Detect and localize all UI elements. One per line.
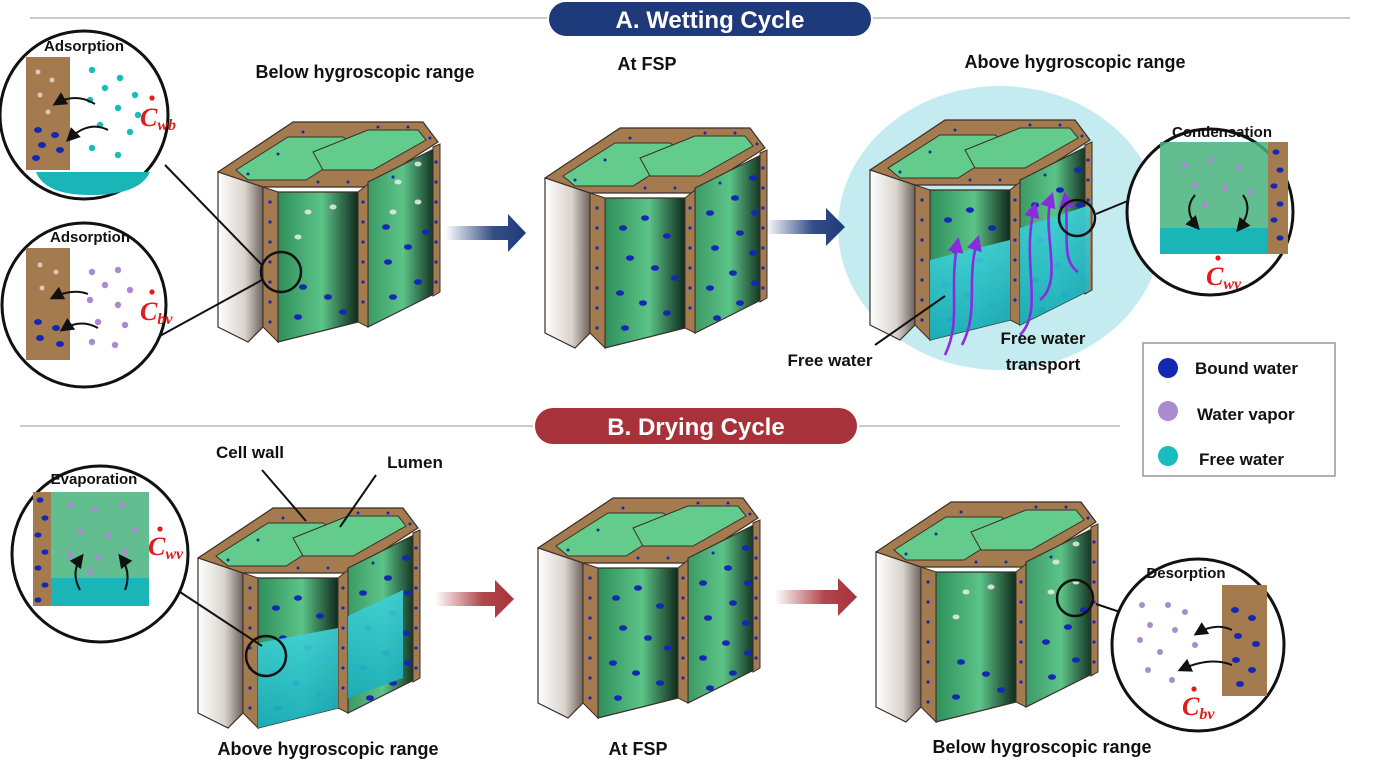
rate-dot [157,526,163,532]
legend-swatch [1158,401,1178,421]
wetting-stage-label: Below hygroscopic range [255,62,474,82]
wetting-banner: A. Wetting Cycle [547,0,873,38]
rate-dot [1191,686,1197,692]
callout-cell-wall: Cell wall [216,443,284,462]
cell-block-drying-above [197,507,421,729]
rate-symbol: Cwv [1206,262,1242,293]
zoom-ring [244,634,288,678]
callout-free-water: Free water [787,351,872,370]
inset-desorption: Desorption Cbv [1055,557,1286,733]
legend-label: Free water [1199,450,1284,469]
zoom-ring [259,250,303,294]
cell-block-wetting-above [869,119,1093,341]
wetting-stage-label: At FSP [617,54,676,74]
inset-title: Evaporation [51,471,138,488]
callout-line [261,469,307,522]
wetting-title: A. Wetting Cycle [616,7,805,34]
callout-transport: transport [1006,355,1081,374]
rate-symbol: Cbv [1182,692,1215,723]
rate-dot [149,289,155,295]
legend: Bound water Water vapor Free water [1142,342,1336,477]
inset-evaporation: Evaporation Cwv [10,464,288,678]
zoom-ring [1055,578,1095,618]
drying-stage-label: At FSP [608,739,667,759]
cell-block-drying-below [875,501,1099,723]
inset-adsorption-bv: Adsorption Cbv [0,221,263,389]
drying-title: B. Drying Cycle [607,414,784,441]
callout-line [339,474,377,528]
wetting-stage-label: Above hygroscopic range [964,52,1185,72]
drying-stage-label: Above hygroscopic range [217,739,438,759]
rate-dot [149,95,155,101]
inset-title: Desorption [1146,565,1225,582]
callout-transport: Free water [1000,329,1085,348]
inset-title: Adsorption [50,229,130,246]
cell-block-drying-fsp [537,497,761,719]
legend-swatch [1158,358,1178,378]
callout-lumen: Lumen [387,453,443,472]
cell-block-wetting-fsp [544,127,768,349]
inset-adsorption-wb: Adsorption Cwb [0,29,263,266]
cell-block-wetting-below [217,121,441,343]
drying-arrow [775,578,857,616]
callout-line [874,295,946,346]
inset-condensation: Condensation Cwv [1057,124,1295,297]
rate-symbol: Cwv [148,532,184,563]
drying-banner: B. Drying Cycle [533,406,859,446]
legend-swatch [1158,446,1178,466]
drying-stage-label: Below hygroscopic range [932,737,1151,757]
legend-label: Bound water [1195,359,1298,378]
free-water-transport-arrows [943,191,1079,356]
rate-symbol: Cbv [140,297,173,328]
inset-title: Adsorption [44,38,124,55]
wetting-arrow [765,208,845,246]
inset-title: Condensation [1172,124,1272,141]
rate-dot [1215,255,1221,261]
rate-symbol: Cwb [140,103,176,134]
legend-label: Water vapor [1197,405,1295,424]
wetting-arrow [445,214,526,252]
drying-arrow [435,580,514,618]
zoom-ring [1057,198,1097,238]
